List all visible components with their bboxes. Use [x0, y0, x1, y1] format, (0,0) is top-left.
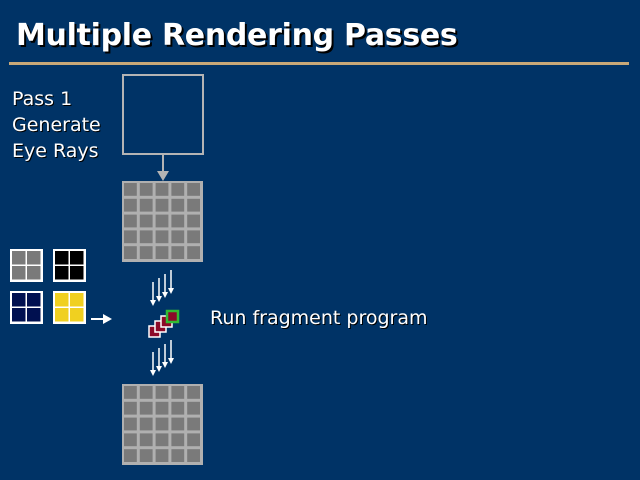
output-texture-grid — [122, 384, 203, 465]
grid-cell — [155, 401, 169, 415]
outgoing-rays-arrows-icon — [150, 340, 174, 376]
grid-cell — [124, 214, 137, 228]
grid-cell — [124, 230, 137, 244]
grid-cell — [171, 214, 185, 228]
eye-ray-screen-box — [122, 74, 204, 155]
swatch-cell — [70, 266, 84, 280]
texture-swatches — [10, 249, 86, 324]
incoming-rays-arrows-icon — [150, 270, 174, 306]
right-arrow-icon — [91, 314, 112, 324]
pass-label: Pass 1 Generate Eye Rays — [12, 86, 101, 164]
grid-cell — [171, 183, 185, 196]
swatch-cell — [55, 251, 69, 265]
swatch-cell — [12, 293, 26, 307]
ray-arrow-head — [162, 292, 168, 298]
pass-label-line-2: Generate — [12, 114, 101, 136]
grid-cell — [171, 246, 185, 259]
grid-cell — [124, 246, 137, 259]
grid-cell — [187, 449, 200, 462]
grid-cell — [155, 214, 169, 228]
grid-cell — [139, 183, 153, 196]
grid-cell — [124, 433, 137, 447]
fragment-program-caption: Run fragment program — [210, 307, 428, 329]
swatch-cell — [27, 251, 41, 265]
grid-cell — [171, 401, 185, 415]
grid-cell — [171, 449, 185, 462]
swatch-black — [53, 249, 86, 282]
swatch-cell — [70, 293, 84, 307]
arrow-head — [157, 171, 169, 181]
grid-cell — [124, 449, 137, 462]
grid-cell — [187, 386, 200, 399]
ray-arrow-head — [150, 300, 156, 306]
grid-cell — [139, 433, 153, 447]
swatch-cell — [70, 251, 84, 265]
grid-cell — [187, 230, 200, 244]
grid-cell — [155, 230, 169, 244]
grid-cell — [139, 401, 153, 415]
grid-cell — [139, 198, 153, 212]
grid-cell — [155, 183, 169, 196]
ray-arrow-head — [168, 288, 174, 294]
swatch-cell — [55, 266, 69, 280]
swatch-cell — [27, 308, 41, 322]
grid-cell — [187, 183, 200, 196]
grid-cell — [139, 214, 153, 228]
fragment-stack-icon — [148, 309, 180, 338]
active-fragment — [165, 309, 180, 324]
input-texture-grid — [122, 181, 203, 262]
grid-cell — [155, 246, 169, 259]
ray-arrow-head — [156, 366, 162, 372]
grid-cell — [171, 230, 185, 244]
grid-cell — [139, 449, 153, 462]
grid-cell — [155, 449, 169, 462]
down-arrow-icon — [157, 155, 169, 181]
arrow-head — [103, 314, 112, 324]
swatch-cell — [27, 266, 41, 280]
ray-arrow-head — [150, 370, 156, 376]
grid-cell — [187, 417, 200, 431]
pass-label-line-1: Pass 1 — [12, 88, 73, 110]
grid-cell — [139, 417, 153, 431]
grid-cell — [139, 230, 153, 244]
swatch-cell — [12, 251, 26, 265]
grid-cell — [155, 386, 169, 399]
grid-cell — [171, 386, 185, 399]
swatch-cell — [27, 293, 41, 307]
swatch-navy — [10, 291, 43, 324]
grid-cell — [171, 417, 185, 431]
grid-cell — [124, 386, 137, 399]
grid-cell — [139, 246, 153, 259]
grid-cell — [187, 246, 200, 259]
ray-arrow-head — [156, 296, 162, 302]
swatch-yellow — [53, 291, 86, 324]
grid-cell — [155, 433, 169, 447]
ray-arrow-head — [168, 358, 174, 364]
grid-cell — [124, 401, 137, 415]
grid-cell — [139, 386, 153, 399]
grid-cell — [124, 198, 137, 212]
swatch-cell — [55, 293, 69, 307]
grid-cell — [187, 433, 200, 447]
title-divider — [9, 62, 629, 65]
pass-label-line-3: Eye Rays — [12, 140, 99, 162]
grid-cell — [155, 198, 169, 212]
grid-cell — [124, 183, 137, 196]
ray-arrow-head — [162, 362, 168, 368]
swatch-cell — [12, 266, 26, 280]
swatch-cell — [55, 308, 69, 322]
grid-cell — [124, 417, 137, 431]
swatch-gray — [10, 249, 43, 282]
grid-cell — [187, 198, 200, 212]
grid-cell — [171, 198, 185, 212]
swatch-cell — [70, 308, 84, 322]
grid-cell — [187, 401, 200, 415]
grid-cell — [171, 433, 185, 447]
grid-cell — [155, 417, 169, 431]
grid-cell — [187, 214, 200, 228]
slide-title: Multiple Rendering Passes — [16, 18, 458, 53]
swatch-cell — [12, 308, 26, 322]
